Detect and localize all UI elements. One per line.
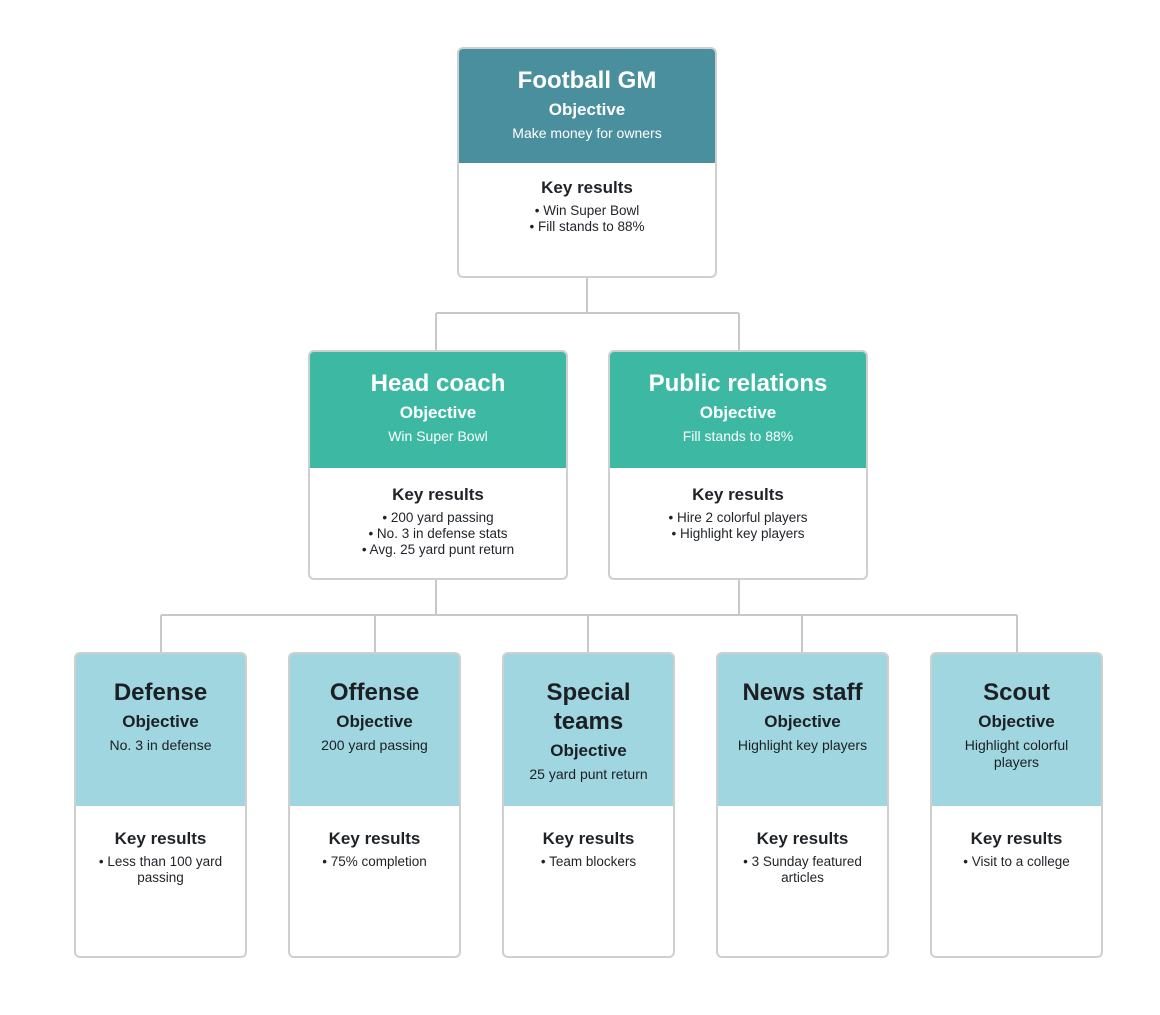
special-teams-card: Special teams Objective 25 yard punt ret… xyxy=(502,652,675,958)
news-staff-title: News staff xyxy=(742,679,863,706)
defense-title: Defense xyxy=(113,679,208,706)
key-result-item: • Less than 100 yard xyxy=(98,854,223,869)
news-staff-card-body: Key results • 3 Sunday featured articles xyxy=(718,806,887,886)
key-result-item: • Win Super Bowl xyxy=(534,203,640,218)
key-result-item: • Fill stands to 88% xyxy=(529,219,645,234)
root-card: Football GM Objective Make money for own… xyxy=(457,47,717,278)
root-key-results: • Win Super Bowl • Fill stands to 88% xyxy=(529,203,644,235)
offense-card-header: Offense Objective 200 yard passing xyxy=(290,654,459,806)
defense-card: Defense Objective No. 3 in defense Key r… xyxy=(74,652,247,958)
public-relations-title: Public relations xyxy=(648,370,828,397)
defense-objective: No. 3 in defense xyxy=(109,737,212,753)
offense-key-results: • 75% completion xyxy=(322,854,427,870)
offense-card-body: Key results • 75% completion xyxy=(290,806,459,870)
public-relations-key-results: • Hire 2 colorful players • Highlight ke… xyxy=(668,510,807,542)
head-coach-card-body: Key results • 200 yard passing • No. 3 i… xyxy=(310,468,566,558)
key-result-item: articles xyxy=(781,870,824,885)
public-relations-key-results-label: Key results xyxy=(692,485,784,504)
head-coach-title: Head coach xyxy=(370,370,506,397)
offense-key-results-label: Key results xyxy=(328,829,421,848)
root-title: Football GM xyxy=(517,67,657,94)
key-result-item: • Visit to a college xyxy=(963,854,1070,869)
public-relations-objective-label: Objective xyxy=(699,403,777,422)
scout-objective-label: Objective xyxy=(978,712,1055,731)
scout-title: Scout xyxy=(983,679,1050,706)
public-relations-card-header: Public relations Objective Fill stands t… xyxy=(610,352,866,468)
defense-card-header: Defense Objective No. 3 in defense xyxy=(76,654,245,806)
scout-card: Scout Objective Highlight colorful playe… xyxy=(930,652,1103,958)
special-teams-card-body: Key results • Team blockers xyxy=(504,806,673,870)
scout-key-results-label: Key results xyxy=(970,829,1063,848)
offense-card: Offense Objective 200 yard passing Key r… xyxy=(288,652,461,958)
scout-objective: Highlight colorful players xyxy=(964,737,1069,770)
head-coach-key-results-label: Key results xyxy=(392,485,484,504)
news-staff-objective-label: Objective xyxy=(764,712,841,731)
special-teams-card-header: Special teams Objective 25 yard punt ret… xyxy=(504,654,673,806)
root-objective: Make money for owners xyxy=(512,125,662,141)
defense-objective-label: Objective xyxy=(122,712,199,731)
special-teams-objective-label: Objective xyxy=(550,741,627,760)
special-teams-objective: 25 yard punt return xyxy=(529,766,648,782)
scout-card-body: Key results • Visit to a college xyxy=(932,806,1101,870)
special-teams-key-results: • Team blockers xyxy=(541,854,636,870)
root-objective-label: Objective xyxy=(548,100,626,119)
key-result-item: passing xyxy=(137,870,184,885)
head-coach-objective-label: Objective xyxy=(399,403,477,422)
news-staff-card-header: News staff Objective Highlight key playe… xyxy=(718,654,887,806)
root-card-body: Key results • Win Super Bowl • Fill stan… xyxy=(459,163,715,235)
key-result-item: • Hire 2 colorful players xyxy=(668,510,808,525)
key-result-item: • No. 3 in defense stats xyxy=(368,526,508,541)
public-relations-card: Public relations Objective Fill stands t… xyxy=(608,350,868,580)
news-staff-objective: Highlight key players xyxy=(737,737,868,753)
public-relations-objective: Fill stands to 88% xyxy=(682,428,794,444)
defense-card-body: Key results • Less than 100 yard passing xyxy=(76,806,245,886)
key-result-item: • 3 Sunday featured xyxy=(743,854,862,869)
head-coach-objective: Win Super Bowl xyxy=(388,428,488,444)
offense-objective-label: Objective xyxy=(336,712,413,731)
defense-key-results-label: Key results xyxy=(114,829,207,848)
special-teams-title: Special teams xyxy=(546,679,631,735)
key-result-item: • Avg. 25 yard punt return xyxy=(361,542,515,557)
key-result-item: • Team blockers xyxy=(540,854,637,869)
key-result-item: • 200 yard passing xyxy=(382,510,494,525)
key-result-item: • Highlight key players xyxy=(671,526,805,541)
offense-title: Offense xyxy=(329,679,420,706)
scout-card-header: Scout Objective Highlight colorful playe… xyxy=(932,654,1101,806)
root-card-header: Football GM Objective Make money for own… xyxy=(459,49,715,163)
public-relations-card-body: Key results • Hire 2 colorful players • … xyxy=(610,468,866,542)
head-coach-card: Head coach Objective Win Super Bowl Key … xyxy=(308,350,568,580)
scout-key-results: • Visit to a college xyxy=(963,854,1070,870)
special-teams-key-results-label: Key results xyxy=(542,829,635,848)
key-result-item: • 75% completion xyxy=(322,854,427,869)
head-coach-card-header: Head coach Objective Win Super Bowl xyxy=(310,352,566,468)
offense-objective: 200 yard passing xyxy=(321,737,428,753)
head-coach-key-results: • 200 yard passing • No. 3 in defense st… xyxy=(362,510,514,558)
news-staff-key-results: • 3 Sunday featured articles xyxy=(743,854,862,886)
defense-key-results: • Less than 100 yard passing xyxy=(99,854,222,886)
root-key-results-label: Key results xyxy=(541,178,633,197)
news-staff-key-results-label: Key results xyxy=(756,829,849,848)
news-staff-card: News staff Objective Highlight key playe… xyxy=(716,652,889,958)
